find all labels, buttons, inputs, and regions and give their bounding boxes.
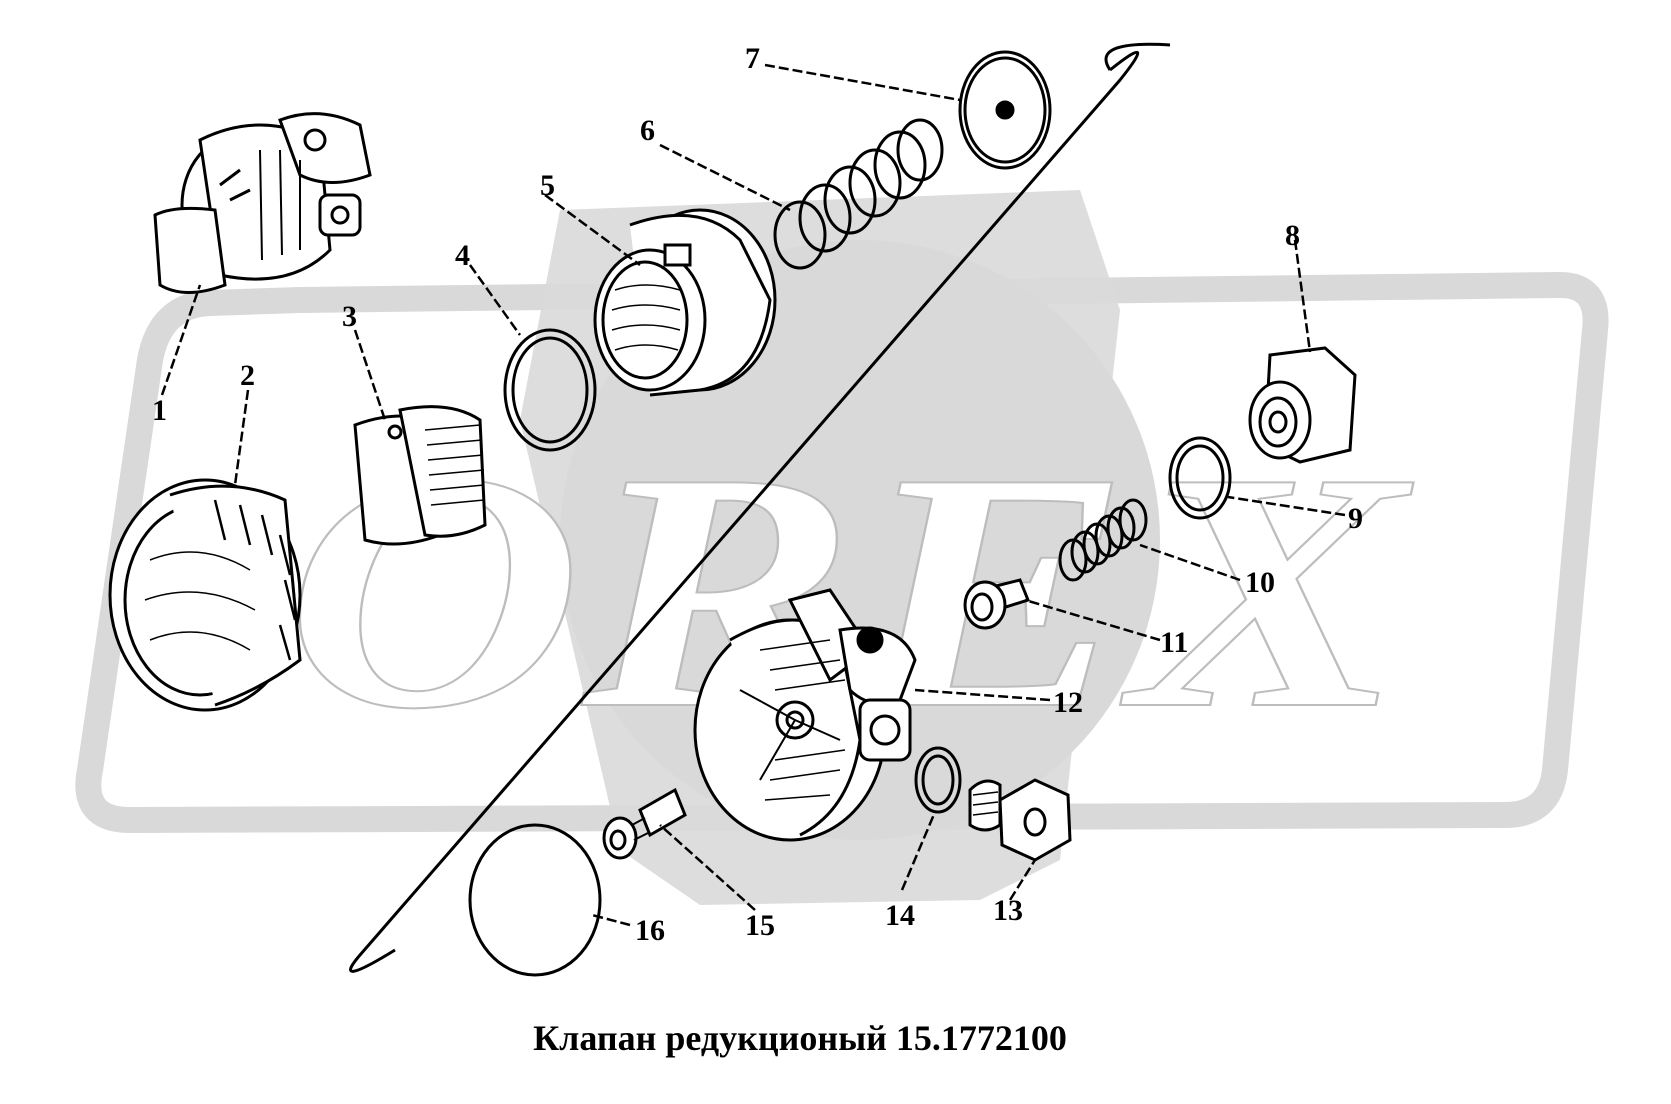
part-14-sealing-washer: [914, 746, 962, 814]
part-1-valve-body-assembly: [153, 112, 372, 294]
part-16-large-o-ring: [468, 823, 602, 977]
part-11-valve-pin: [963, 578, 1030, 630]
callout-labels: 1 2 3 4 5 6 7 8 9 10 11 12 13 14 15 16: [152, 42, 1363, 947]
leader-lines: [160, 63, 1346, 927]
callout-15: 15: [745, 909, 775, 942]
part-4-o-ring: [503, 328, 597, 452]
callout-8: 8: [1285, 219, 1300, 252]
diagram-title: Клапан редукционый 15.1772100: [533, 1018, 1067, 1058]
callout-6: 6: [640, 114, 655, 147]
part-6-coil-spring: [773, 118, 944, 270]
callout-12: 12: [1053, 686, 1083, 719]
callout-10: 10: [1245, 566, 1275, 599]
callout-7: 7: [745, 42, 760, 75]
callout-2: 2: [240, 359, 255, 392]
callout-16: 16: [635, 914, 665, 947]
part-9-washer: [1168, 436, 1232, 520]
callout-3: 3: [342, 300, 357, 333]
part-10-small-spring: [1058, 498, 1148, 582]
part-5-housing-sleeve: [593, 208, 777, 397]
callout-4: 4: [455, 239, 470, 272]
callout-11: 11: [1160, 626, 1188, 659]
callout-14: 14: [885, 899, 915, 932]
callout-1: 1: [152, 394, 167, 427]
part-2-knurled-ring-nut: [108, 478, 302, 712]
part-8-threaded-plug: [1248, 346, 1357, 464]
part-13-hex-plug: [968, 778, 1072, 862]
callout-5: 5: [540, 169, 555, 202]
callout-13: 13: [993, 894, 1023, 927]
part-3-threaded-cap: [353, 405, 487, 546]
diagonal-divider: [349, 42, 1171, 973]
callout-9: 9: [1348, 502, 1363, 535]
part-12-valve-body: [693, 588, 917, 842]
part-7-diaphragm-disc: [958, 50, 1052, 170]
part-15-valve-insert: [602, 787, 687, 860]
